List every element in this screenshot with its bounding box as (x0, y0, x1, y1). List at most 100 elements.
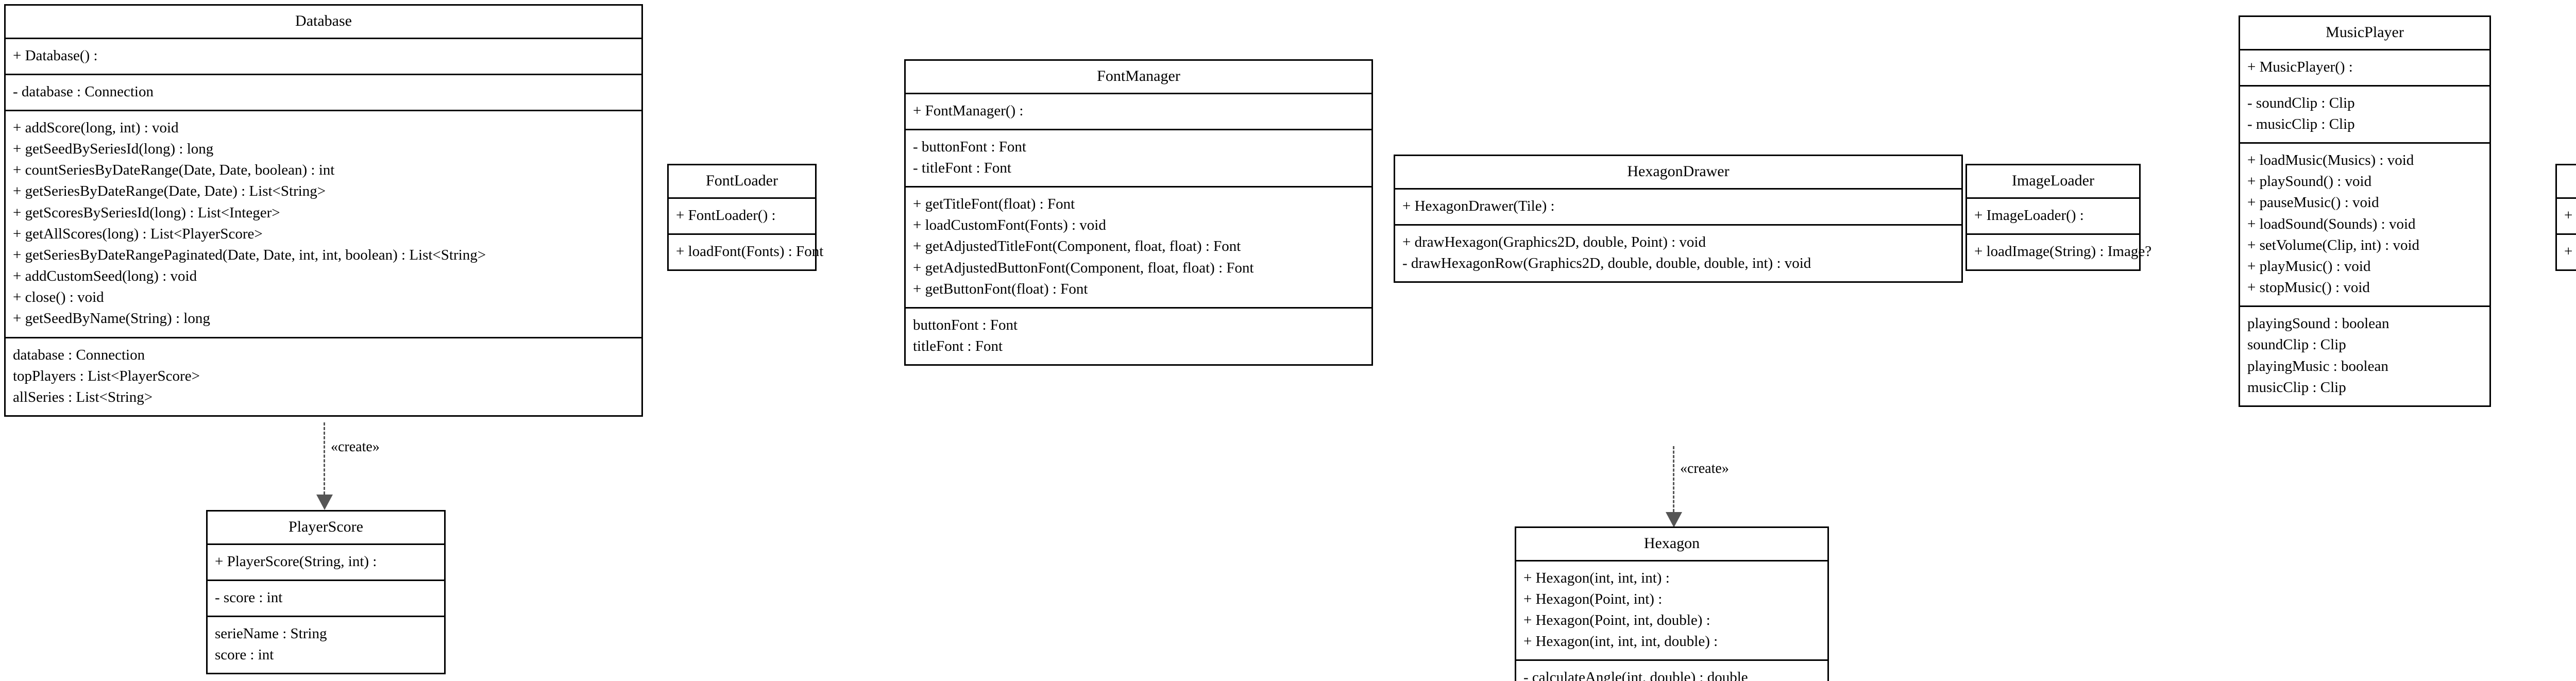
compartment-music-player-constructors: + MusicPlayer() : (2240, 48, 2489, 85)
dependency-stereotype-label: «create» (331, 439, 380, 455)
member-row: + addScore(long, int) : void (13, 119, 179, 136)
compartment-hexagon-constructors: + Hexagon(int, int, int) : + Hexagon(Poi… (1516, 559, 1827, 660)
member-row: + loadMusic(String) : Clip? (2564, 243, 2576, 260)
compartment-music-player-properties: playingSound : boolean soundClip : Clip … (2240, 305, 2489, 405)
member-row: serieName : String (215, 625, 327, 642)
compartment-player-score-constructors: + PlayerScore(String, int) : (208, 543, 444, 580)
member-row: topPlayers : List<PlayerScore> (13, 367, 200, 384)
member-row: + Hexagon(Point, int) : (1523, 590, 1663, 607)
member-row: score : int (215, 646, 274, 663)
member-row: soundClip : Clip (2247, 336, 2346, 353)
compartment-sound-loader-methods: + loadMusic(String) : Clip? (2557, 233, 2576, 269)
member-row: + ImageLoader() : (1974, 207, 2084, 224)
class-title-player-score: PlayerScore (289, 518, 363, 535)
member-row: + drawHexagon(Graphics2D, double, Point)… (1402, 233, 1706, 250)
compartment-image-loader-constructors: + ImageLoader() : (1967, 197, 2139, 233)
compartment-hexagon-methods: - calculateAngle(int, double) : double (1516, 659, 1827, 681)
dependency-dashed-line (1673, 446, 1674, 512)
member-row: + Database() : (13, 47, 98, 64)
member-row: + getSeedByName(String) : long (13, 310, 210, 327)
member-row: + playSound() : void (2247, 173, 2372, 190)
member-row: database : Connection (13, 346, 145, 363)
class-box-hexagon-drawer[interactable]: HexagonDrawer + HexagonDrawer(Tile) : + … (1394, 155, 1963, 283)
dependency-arrowhead-icon (1666, 512, 1682, 527)
compartment-font-loader-methods: + loadFont(Fonts) : Font (669, 233, 824, 269)
member-row: buttonFont : Font (913, 316, 1018, 333)
class-box-font-loader[interactable]: FontLoader + FontLoader() : + loadFont(F… (667, 164, 824, 271)
member-row: + getSeriesByDateRangePaginated(Date, Da… (13, 246, 486, 263)
member-row: + playMusic() : void (2247, 258, 2371, 275)
member-row: + FontManager() : (913, 102, 1024, 119)
class-title-database: Database (295, 12, 352, 29)
member-row: playingMusic : boolean (2247, 357, 2388, 374)
member-row: + loadCustomFont(Fonts) : void (913, 217, 1106, 234)
member-row: - titleFont : Font (913, 159, 1011, 176)
compartment-image-loader-methods: + loadImage(String) : Image? (1967, 233, 2152, 269)
compartment-player-score-properties: serieName : String score : int (208, 615, 444, 673)
member-row: + setVolume(Clip, int) : void (2247, 236, 2420, 253)
member-row: + MusicPlayer() : (2247, 58, 2353, 75)
member-row: + loadFont(Fonts) : Font (676, 243, 824, 260)
class-box-font-manager[interactable]: FontManager + FontManager() : - buttonFo… (904, 59, 1373, 366)
class-title-hexagon-drawer: HexagonDrawer (1627, 163, 1730, 180)
member-row: + getScoresBySeriesId(long) : List<Integ… (13, 204, 280, 221)
class-box-sound-loader[interactable]: SoundLoader + SoundLoader() : + loadMusi… (2555, 164, 2576, 271)
member-row: + getSeedBySeriesId(long) : long (13, 141, 214, 158)
dependency-dashed-line (324, 422, 325, 495)
member-row: + close() : void (13, 289, 104, 306)
member-row: + stopMusic() : void (2247, 279, 2370, 296)
member-row: + loadMusic(Musics) : void (2247, 152, 2414, 169)
class-box-image-loader[interactable]: ImageLoader + ImageLoader() : + loadImag… (1965, 164, 2152, 271)
member-row: - soundClip : Clip (2247, 94, 2355, 111)
member-row: + countSeriesByDateRange(Date, Date, boo… (13, 162, 335, 179)
member-row: musicClip : Clip (2247, 379, 2346, 396)
member-row: + Hexagon(Point, int, double) : (1523, 611, 1710, 628)
member-row: + loadSound(Sounds) : void (2247, 215, 2416, 232)
member-row: + getAllScores(long) : List<PlayerScore> (13, 225, 263, 242)
member-row: - score : int (215, 589, 283, 606)
compartment-font-manager-methods: + getTitleFont(float) : Font + loadCusto… (906, 186, 1371, 307)
class-title-hexagon: Hexagon (1643, 535, 1700, 552)
member-row: - drawHexagonRow(Graphics2D, double, dou… (1402, 254, 1811, 271)
class-box-music-player[interactable]: MusicPlayer + MusicPlayer() : - soundCli… (2239, 15, 2491, 407)
dependency-stereotype-label: «create» (1680, 461, 1729, 476)
member-row: + pauseMusic() : void (2247, 194, 2379, 211)
dependency-hexagondrawer-creates-hexagon: «create» (1666, 446, 1729, 527)
class-title-sound-loader: SoundLoader (2557, 165, 2576, 197)
compartment-font-manager-properties: buttonFont : Font titleFont : Font (906, 307, 1371, 364)
member-row: - buttonFont : Font (913, 138, 1026, 155)
member-row: + getSeriesByDateRange(Date, Date) : Lis… (13, 183, 326, 200)
compartment-hexagon-drawer-methods: + drawHexagon(Graphics2D, double, Point)… (1395, 224, 1961, 281)
member-row: + Hexagon(int, int, int) : (1523, 569, 1670, 586)
class-title-music-player: MusicPlayer (2326, 24, 2404, 41)
member-row: + loadImage(String) : Image? (1974, 243, 2152, 260)
member-row: + PlayerScore(String, int) : (215, 553, 377, 570)
member-row: + addCustomSeed(long) : void (13, 268, 197, 285)
dependency-arrowhead-icon (316, 495, 333, 510)
class-box-database[interactable]: Database + Database() : - database : Con… (4, 4, 643, 417)
class-title-image-loader: ImageLoader (2012, 172, 2094, 189)
compartment-hexagon-drawer-constructors: + HexagonDrawer(Tile) : (1395, 188, 1961, 224)
member-row: + Hexagon(int, int, int, double) : (1523, 633, 1718, 650)
compartment-music-player-fields: - soundClip : Clip - musicClip : Clip (2240, 84, 2489, 142)
member-row: - calculateAngle(int, double) : double (1523, 669, 1748, 681)
class-box-hexagon[interactable]: Hexagon + Hexagon(int, int, int) : + Hex… (1515, 526, 1829, 681)
compartment-player-score-fields: - score : int (208, 579, 444, 616)
class-box-player-score[interactable]: PlayerScore + PlayerScore(String, int) :… (206, 510, 446, 675)
compartment-font-manager-constructors: + FontManager() : (906, 92, 1371, 129)
compartment-sound-loader-constructors: + SoundLoader() : (2557, 197, 2576, 233)
member-row: titleFont : Font (913, 338, 1003, 355)
member-row: + HexagonDrawer(Tile) : (1402, 197, 1555, 214)
compartment-database-constructors: + Database() : (6, 37, 641, 74)
compartment-database-fields: - database : Connection (6, 73, 641, 110)
member-row: + getButtonFont(float) : Font (913, 280, 1088, 297)
member-row: playingSound : boolean (2247, 315, 2389, 332)
compartment-font-manager-fields: - buttonFont : Font - titleFont : Font (906, 128, 1371, 186)
compartment-music-player-methods: + loadMusic(Musics) : void + playSound()… (2240, 142, 2489, 305)
member-row: - database : Connection (13, 83, 154, 100)
compartment-database-methods: + addScore(long, int) : void + getSeedBy… (6, 109, 641, 337)
member-row: + getAdjustedButtonFont(Component, float… (913, 259, 1254, 276)
class-title-font-loader: FontLoader (706, 172, 778, 189)
dependency-database-creates-playerscore: «create» (316, 422, 380, 510)
